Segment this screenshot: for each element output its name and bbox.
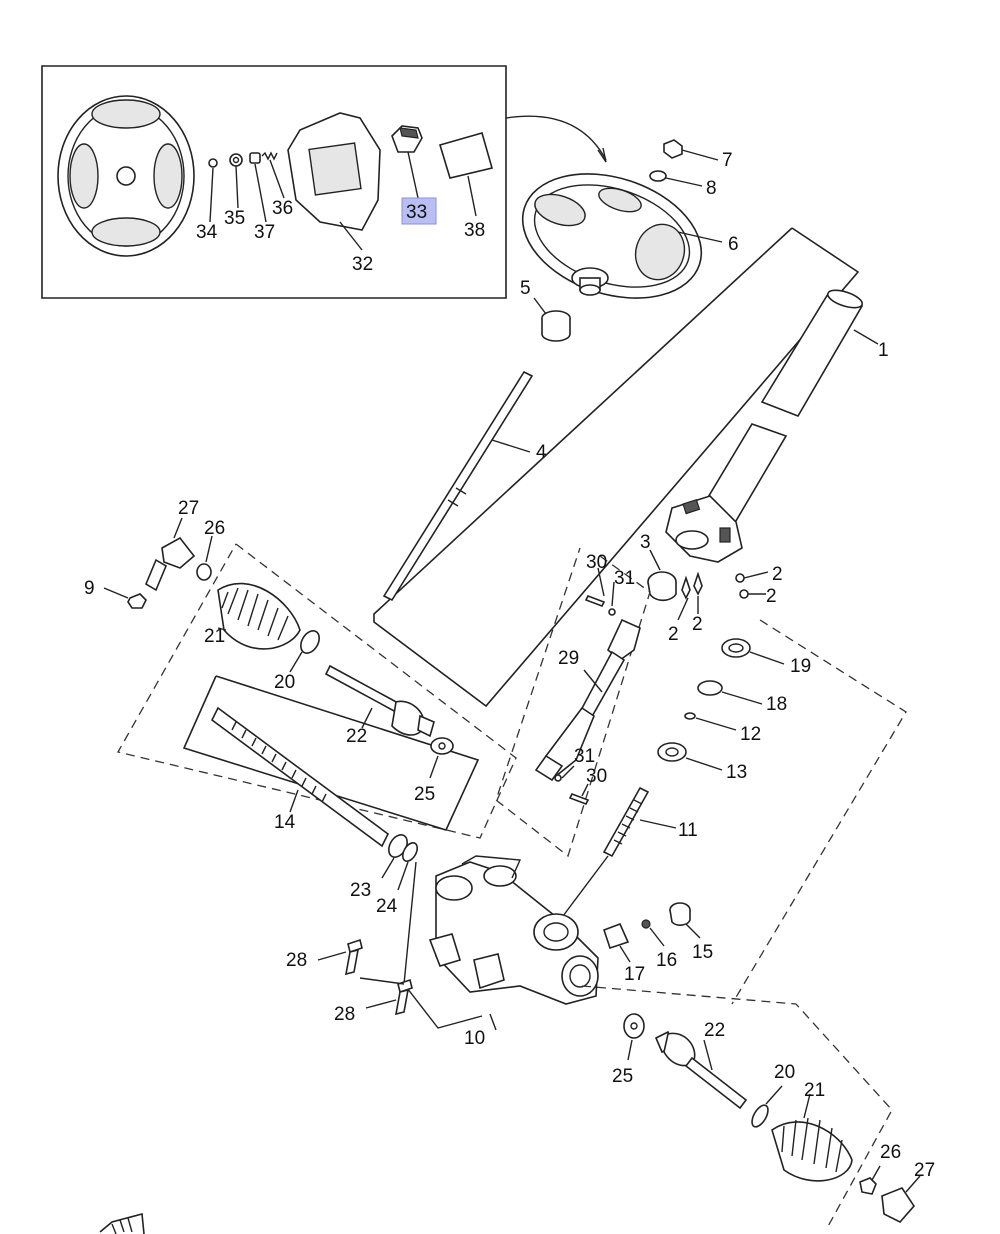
callout-4[interactable]: 4 bbox=[536, 442, 547, 463]
callout-23[interactable]: 23 bbox=[350, 880, 371, 901]
callout-38[interactable]: 38 bbox=[464, 220, 485, 241]
steering-shaft-drawing bbox=[382, 370, 534, 602]
callout-2[interactable]: 2 bbox=[692, 614, 703, 635]
callout-18[interactable]: 18 bbox=[766, 694, 787, 715]
universal-joint-drawing bbox=[534, 567, 641, 806]
bolts-drawing bbox=[677, 571, 769, 621]
callout-30[interactable]: 30 bbox=[586, 552, 607, 573]
nut-washer-drawing bbox=[649, 139, 723, 243]
column-group-outline bbox=[373, 227, 860, 708]
callout-labels: 1 2 2 2 2 3 4 5 6 7 8 9 10 11 12 13 14 1… bbox=[84, 150, 935, 1181]
callout-25[interactable]: 25 bbox=[414, 784, 435, 805]
inset-steering-wheel-drawing bbox=[57, 95, 195, 257]
rack-seals-drawing bbox=[381, 834, 419, 891]
left-tie-rod-drawing bbox=[324, 664, 454, 779]
joint-group-outline bbox=[495, 547, 651, 858]
column-bushing-drawing bbox=[647, 549, 677, 602]
callout-26[interactable]: 26 bbox=[204, 518, 225, 539]
right-boot-drawing bbox=[751, 1085, 853, 1182]
inset-label-pad-drawing bbox=[438, 132, 493, 179]
callout-9[interactable]: 9 bbox=[84, 578, 95, 599]
callout-30[interactable]: 30 bbox=[586, 766, 607, 787]
rack-bar-drawing bbox=[210, 706, 390, 848]
right-rack-group-outline bbox=[581, 985, 893, 1231]
inset-cover-plate-drawing bbox=[287, 112, 381, 231]
callout-37[interactable]: 37 bbox=[254, 222, 275, 243]
callout-21[interactable]: 21 bbox=[804, 1080, 825, 1101]
callout-36[interactable]: 36 bbox=[272, 198, 293, 219]
right-tie-rod-drawing bbox=[654, 1030, 748, 1110]
callout-3[interactable]: 3 bbox=[640, 532, 651, 553]
callout-19[interactable]: 19 bbox=[790, 656, 811, 677]
rack-group-outline bbox=[182, 675, 480, 831]
callout-33-highlight bbox=[401, 197, 437, 225]
callout-22[interactable]: 22 bbox=[346, 726, 367, 747]
rack-adjuster-drawing bbox=[602, 902, 701, 963]
callout-17[interactable]: 17 bbox=[624, 964, 645, 985]
pinion-parts-drawing bbox=[559, 638, 785, 921]
callout-11[interactable]: 11 bbox=[678, 820, 698, 841]
callout-10[interactable]: 10 bbox=[464, 1028, 485, 1049]
left-rack-group-outline bbox=[117, 543, 517, 839]
callout-25[interactable]: 25 bbox=[612, 1066, 633, 1087]
housing-bolts-drawing bbox=[317, 938, 413, 1016]
callout-20[interactable]: 20 bbox=[774, 1062, 795, 1083]
callout-22[interactable]: 22 bbox=[704, 1020, 725, 1041]
callout-2[interactable]: 2 bbox=[668, 624, 679, 645]
inset-emblem-drawing bbox=[391, 125, 423, 153]
callout-13[interactable]: 13 bbox=[726, 762, 747, 783]
callout-15[interactable]: 15 bbox=[692, 942, 713, 963]
callout-20[interactable]: 20 bbox=[274, 672, 295, 693]
left-tie-rod-end-drawing bbox=[103, 517, 213, 609]
callout-2[interactable]: 2 bbox=[772, 564, 783, 585]
column-bracket-drawing bbox=[665, 495, 743, 563]
callout-27[interactable]: 27 bbox=[914, 1160, 935, 1181]
steering-wheel-drawing bbox=[521, 173, 703, 299]
left-boot-drawing bbox=[217, 582, 320, 673]
callout-33[interactable]: 33 bbox=[406, 202, 427, 223]
callout-21[interactable]: 21 bbox=[204, 626, 225, 647]
inset-small-hardware-drawing bbox=[208, 151, 278, 168]
callout-32[interactable]: 32 bbox=[352, 254, 373, 275]
callout-16[interactable]: 16 bbox=[656, 950, 677, 971]
callout-28[interactable]: 28 bbox=[334, 1004, 355, 1025]
right-tie-rod-end-drawing bbox=[859, 1165, 921, 1223]
callout-31[interactable]: 31 bbox=[574, 746, 595, 767]
inset-detail-box bbox=[41, 65, 607, 299]
callout-28[interactable]: 28 bbox=[286, 950, 307, 971]
callout-6[interactable]: 6 bbox=[728, 234, 739, 255]
callout-14[interactable]: 14 bbox=[274, 812, 296, 833]
callout-8[interactable]: 8 bbox=[706, 178, 717, 199]
callout-34[interactable]: 34 bbox=[196, 222, 218, 243]
callout-12[interactable]: 12 bbox=[740, 724, 761, 745]
callout-35[interactable]: 35 bbox=[224, 208, 245, 229]
callout-26[interactable]: 26 bbox=[880, 1142, 901, 1163]
callout-24[interactable]: 24 bbox=[376, 896, 398, 917]
callout-31[interactable]: 31 bbox=[614, 568, 635, 589]
callout-2[interactable]: 2 bbox=[766, 586, 777, 607]
partial-next-figure-drawing bbox=[99, 1212, 145, 1234]
pinion-group-outline bbox=[731, 619, 907, 1005]
bushing-drawing bbox=[533, 297, 571, 342]
callout-29[interactable]: 29 bbox=[558, 648, 579, 669]
callout-7[interactable]: 7 bbox=[722, 150, 733, 171]
callout-27[interactable]: 27 bbox=[178, 498, 199, 519]
callout-5[interactable]: 5 bbox=[520, 278, 531, 299]
callout-1[interactable]: 1 bbox=[878, 340, 889, 361]
rack-housing-drawing bbox=[403, 855, 599, 1031]
right-washer-drawing bbox=[623, 1013, 645, 1061]
